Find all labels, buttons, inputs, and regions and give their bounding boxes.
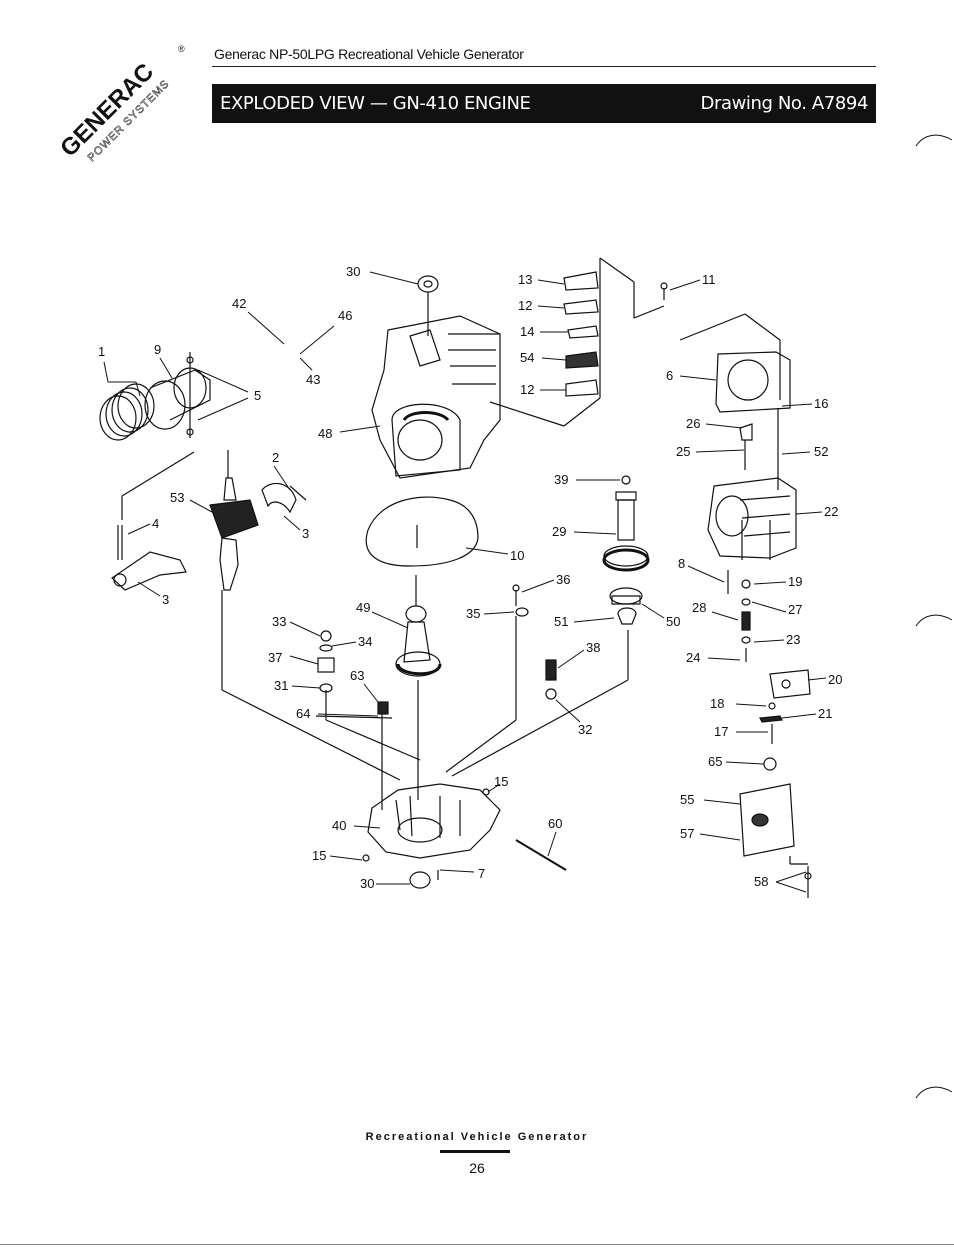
callout-labels: 1 9 5 42 46 43 30 13 12 14 54 12 11 6 16… xyxy=(98,264,842,891)
callout-33: 33 xyxy=(272,614,286,629)
callout-1: 1 xyxy=(98,344,105,359)
callout-30-top: 30 xyxy=(346,264,360,279)
footer-bar xyxy=(440,1150,510,1153)
callout-64: 64 xyxy=(296,706,310,721)
callout-10: 10 xyxy=(510,548,524,563)
callout-63: 63 xyxy=(350,668,364,683)
callout-58: 58 xyxy=(754,874,768,889)
callout-26: 26 xyxy=(686,416,700,431)
edge-mark-bottom xyxy=(915,1086,953,1099)
callout-12-upper: 12 xyxy=(518,298,532,313)
callout-19: 19 xyxy=(788,574,802,589)
generac-logo: GENERAC ® POWER SYSTEMS xyxy=(62,44,185,164)
callout-40: 40 xyxy=(332,818,346,833)
callout-42: 42 xyxy=(232,296,246,311)
callout-32: 32 xyxy=(578,722,592,737)
callout-2: 2 xyxy=(272,450,279,465)
footer-text: Recreational Vehicle Generator xyxy=(365,1131,589,1143)
edge-mark-top xyxy=(915,134,953,147)
page-number: 26 xyxy=(469,1160,485,1176)
registered-mark: ® xyxy=(178,44,185,54)
callout-49: 49 xyxy=(356,600,370,615)
banner-title: EXPLODED VIEW — GN-410 ENGINE xyxy=(220,93,531,114)
callout-11: 11 xyxy=(702,272,716,287)
callout-13: 13 xyxy=(518,272,532,287)
callout-7: 7 xyxy=(478,866,485,881)
callout-43: 43 xyxy=(306,372,320,387)
callout-35: 35 xyxy=(466,606,480,621)
callout-9: 9 xyxy=(154,342,161,357)
callout-23: 23 xyxy=(786,632,800,647)
callout-28: 28 xyxy=(692,600,706,615)
callout-48: 48 xyxy=(318,426,332,441)
callout-57: 57 xyxy=(680,826,694,841)
callout-46: 46 xyxy=(338,308,352,323)
callout-8: 8 xyxy=(678,556,685,571)
callout-60: 60 xyxy=(548,816,562,831)
callout-4: 4 xyxy=(152,516,159,531)
section-banner: EXPLODED VIEW — GN-410 ENGINE Drawing No… xyxy=(212,84,876,123)
callout-22: 22 xyxy=(824,504,838,519)
callout-17: 17 xyxy=(714,724,728,739)
callout-3-upper: 3 xyxy=(302,526,309,541)
callout-54: 54 xyxy=(520,350,534,365)
callout-6: 6 xyxy=(666,368,673,383)
callout-55: 55 xyxy=(680,792,694,807)
callout-14: 14 xyxy=(520,324,534,339)
callout-5: 5 xyxy=(254,388,261,403)
callout-12-lower: 12 xyxy=(520,382,534,397)
diagram-line-art xyxy=(99,257,812,898)
callout-36: 36 xyxy=(556,572,570,587)
callout-27: 27 xyxy=(788,602,802,617)
callout-leaders xyxy=(103,271,827,893)
callout-65: 65 xyxy=(708,754,722,769)
callout-20: 20 xyxy=(828,672,842,687)
bottom-rule xyxy=(0,1244,954,1245)
callout-38: 38 xyxy=(586,640,600,655)
title-rule xyxy=(212,66,876,67)
callout-18: 18 xyxy=(710,696,724,711)
callout-39: 39 xyxy=(554,472,568,487)
callout-37: 37 xyxy=(268,650,282,665)
callout-34: 34 xyxy=(358,634,372,649)
callout-29: 29 xyxy=(552,524,566,539)
callout-21: 21 xyxy=(818,706,832,721)
callout-51: 51 xyxy=(554,614,568,629)
callout-3-lower: 3 xyxy=(162,592,169,607)
callout-31: 31 xyxy=(274,678,288,693)
callout-16: 16 xyxy=(814,396,828,411)
callout-15-lower: 15 xyxy=(312,848,326,863)
callout-25: 25 xyxy=(676,444,690,459)
edge-mark-middle xyxy=(915,614,953,627)
callout-15-upper: 15 xyxy=(494,774,508,789)
callout-52: 52 xyxy=(814,444,828,459)
callout-50: 50 xyxy=(666,614,680,629)
callout-30-bottom: 30 xyxy=(360,876,374,891)
drawing-number: Drawing No. A7894 xyxy=(700,93,869,114)
document-title: Generac NP-50LPG Recreational Vehicle Ge… xyxy=(214,46,524,62)
callout-53: 53 xyxy=(170,490,184,505)
callout-24: 24 xyxy=(686,650,700,665)
